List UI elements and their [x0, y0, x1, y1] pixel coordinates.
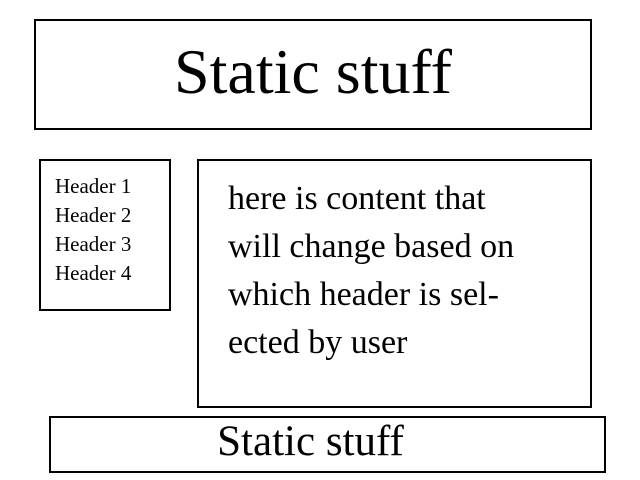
content-text: here is content that will change based o…: [228, 175, 580, 367]
content-line-1: here is content that: [228, 180, 486, 217]
static-footer-box: Static stuff: [49, 416, 606, 473]
static-header-box: Static stuff: [34, 19, 592, 130]
content-box: here is content that will change based o…: [197, 159, 592, 408]
content-line-4: ected by user: [228, 324, 408, 361]
header-list-box: Header 1 Header 2 Header 3 Header 4: [39, 159, 171, 311]
content-line-3: which header is sel-: [228, 276, 499, 313]
header-item-4[interactable]: Header 4: [55, 261, 132, 285]
header-item-2[interactable]: Header 2: [55, 203, 132, 227]
static-header-text: Static stuff: [174, 35, 452, 107]
header-item-3[interactable]: Header 3: [55, 232, 132, 256]
content-line-2: will change based on: [228, 228, 515, 265]
static-footer-text: Static stuff: [217, 418, 404, 465]
header-item-1[interactable]: Header 1: [55, 174, 132, 198]
